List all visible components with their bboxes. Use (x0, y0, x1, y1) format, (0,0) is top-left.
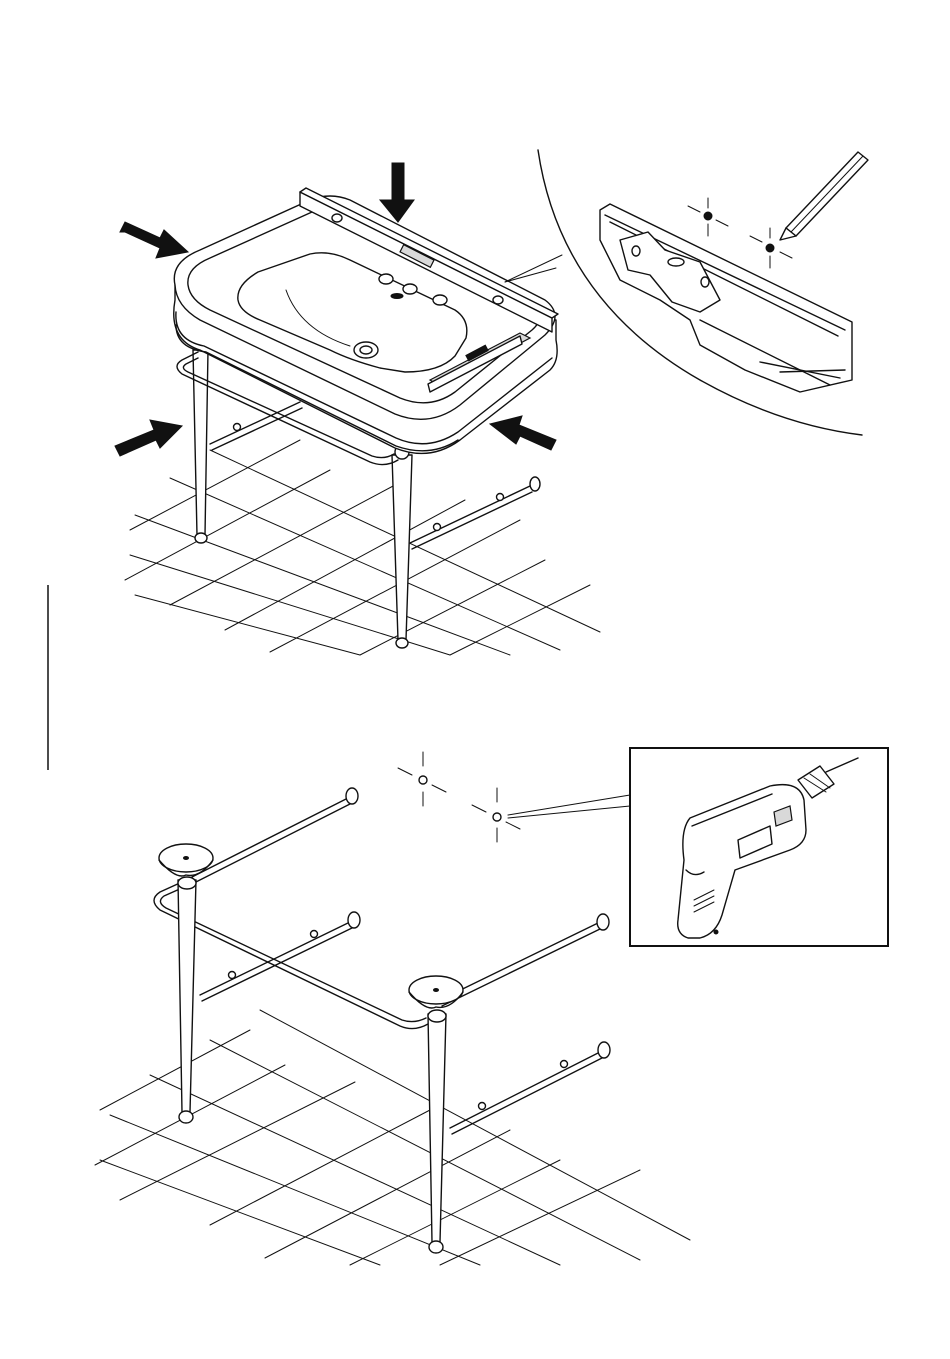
marked-hole-1 (398, 752, 446, 806)
arrow-icon-right-lower (490, 416, 556, 450)
panel-step-2 (95, 748, 888, 1265)
panel-step-1 (115, 150, 868, 655)
detail-marking-callout (505, 150, 868, 435)
drill-detail-box (630, 748, 888, 946)
arrow-icon-down (380, 163, 414, 222)
marked-hole-2 (472, 788, 520, 842)
pencil-icon (780, 152, 868, 240)
arrow-icon-left-upper (120, 222, 188, 258)
leg-top-plate-right (409, 976, 463, 1008)
arrow-icon-left-lower (115, 420, 182, 456)
mark-crosshair-1 (688, 198, 728, 236)
